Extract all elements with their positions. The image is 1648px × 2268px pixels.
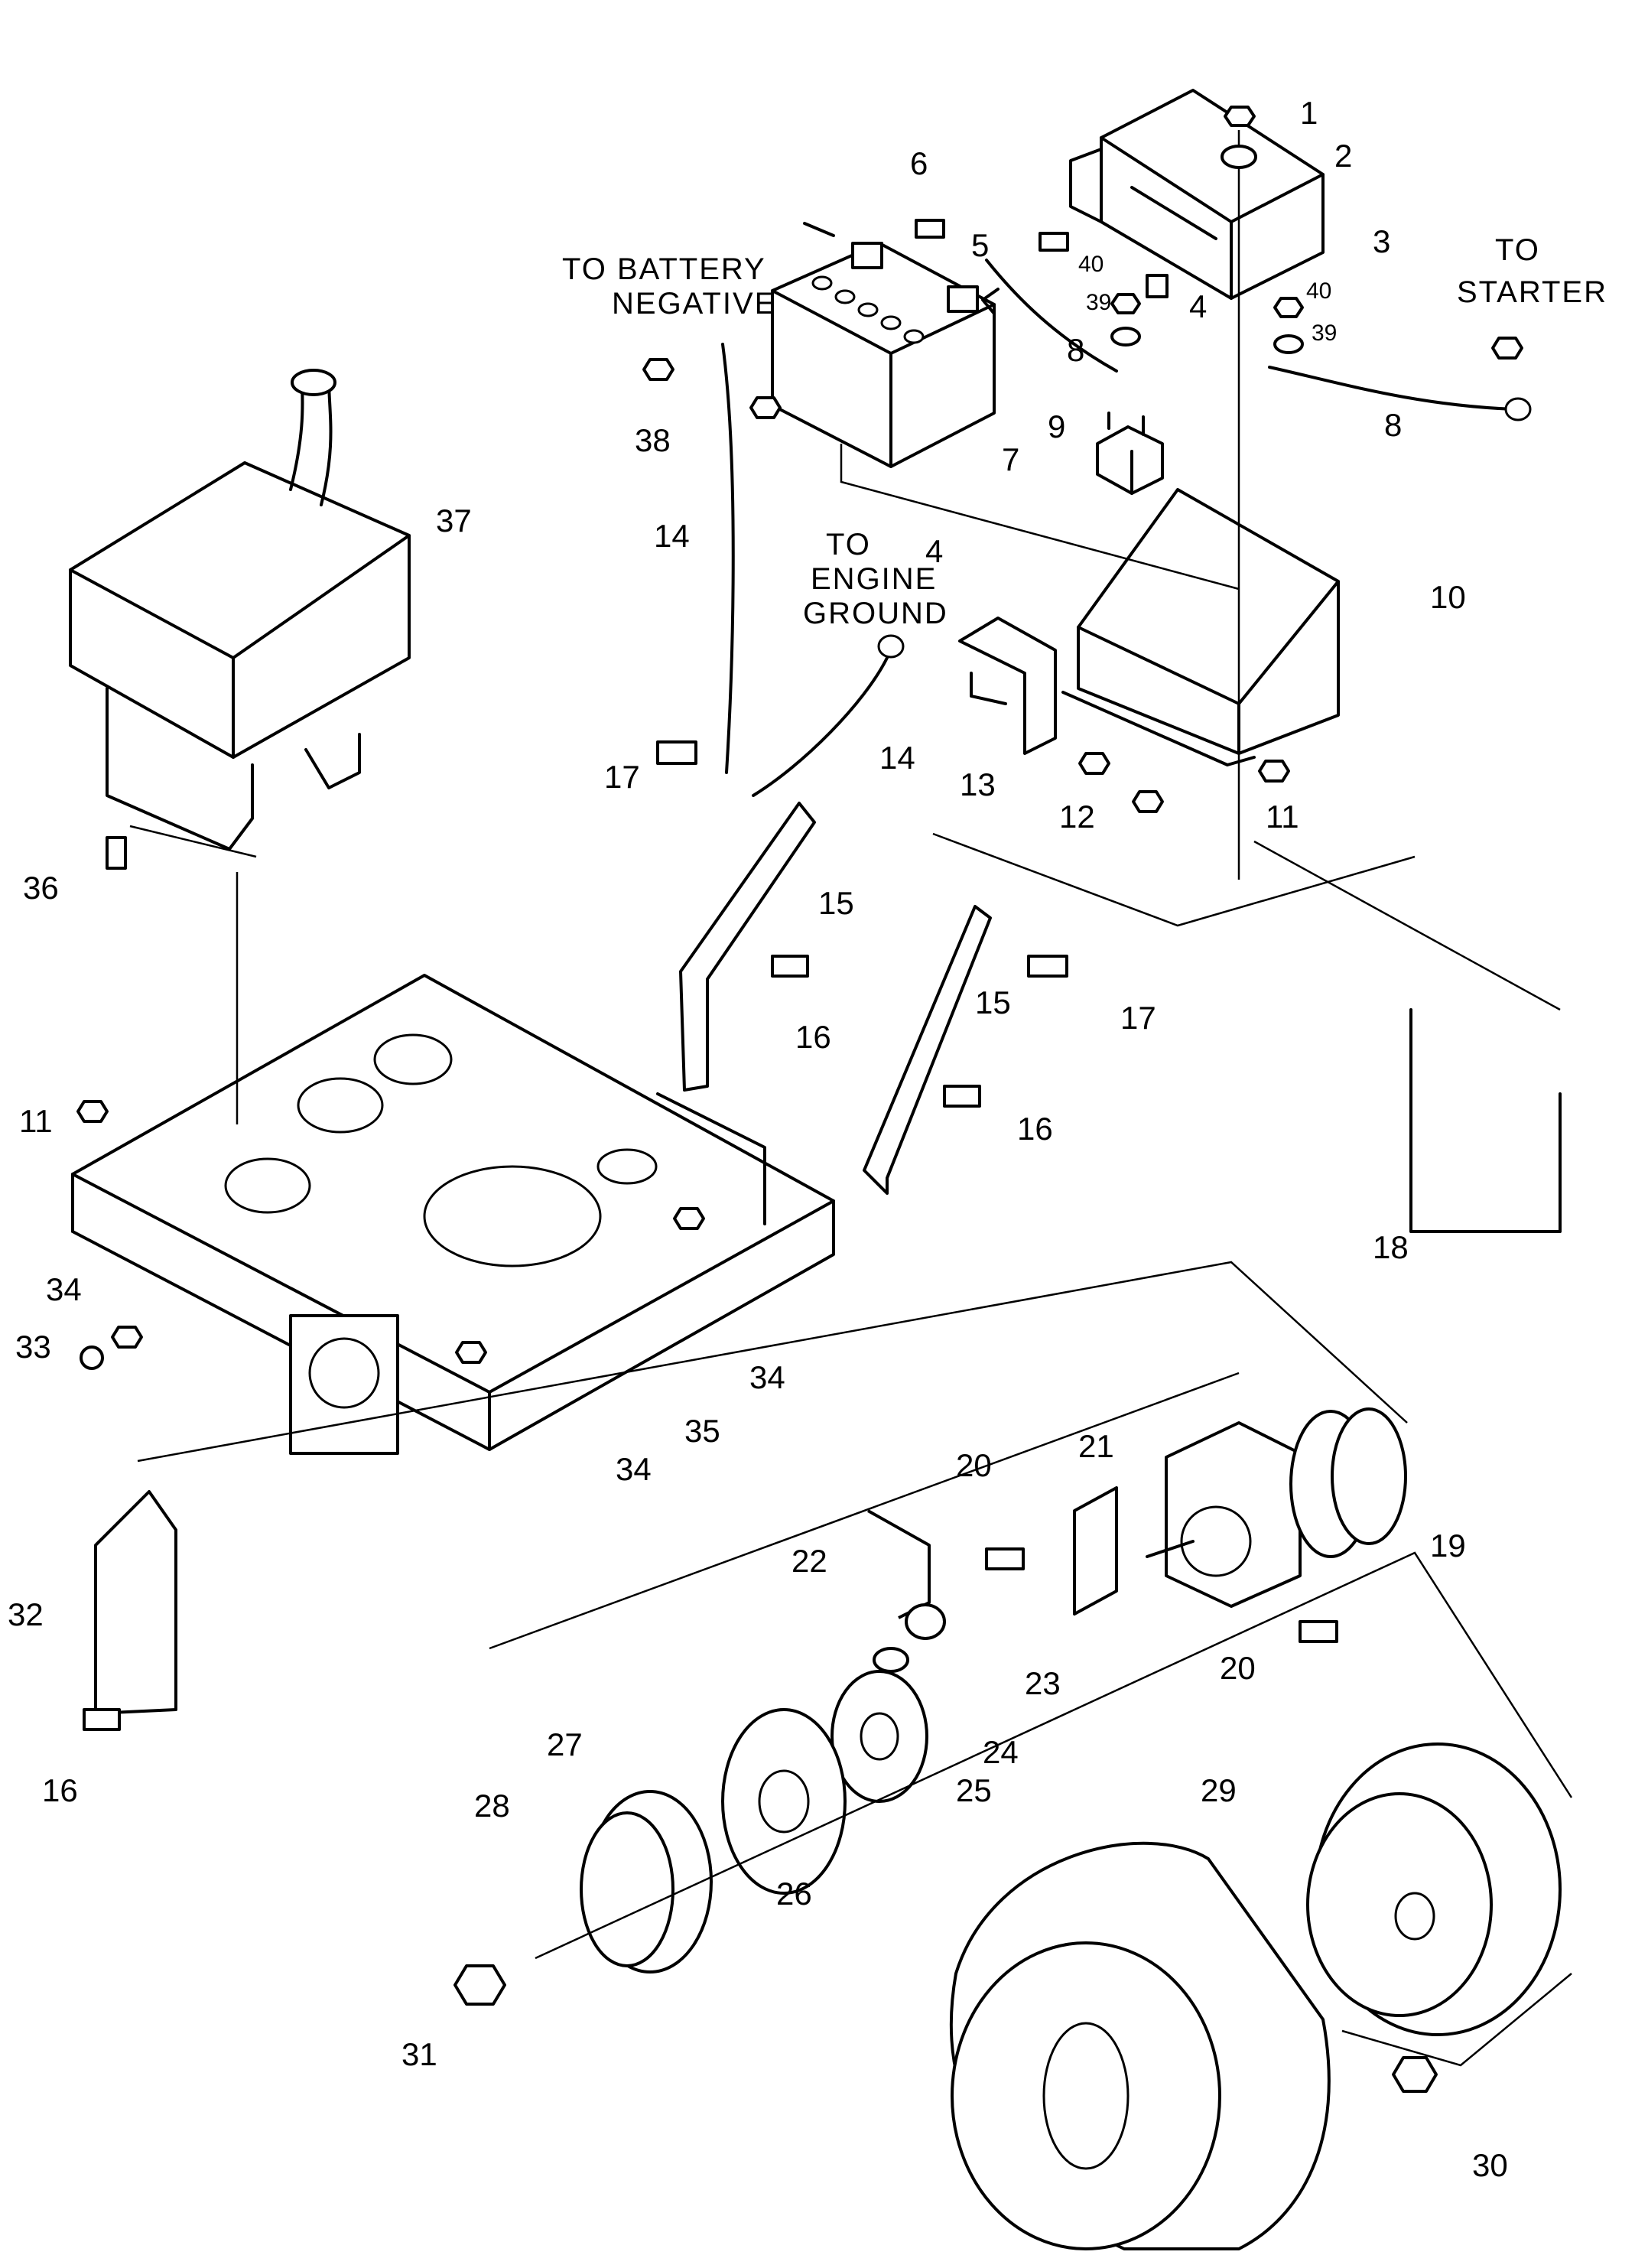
- callout-17-left: 17: [604, 759, 640, 795]
- note-starter-line1: TO: [1495, 233, 1540, 267]
- callout-8-left: 8: [1067, 332, 1084, 368]
- callout-35: 35: [684, 1413, 720, 1449]
- leader-lines: [129, 130, 1573, 2067]
- battery: [771, 222, 1000, 468]
- callout-5: 5: [971, 227, 989, 263]
- annotations: TO BATTERY NEGATIVE TO STARTER TO ENGINE…: [562, 233, 1607, 630]
- side-plate: [94, 1490, 177, 1715]
- callout-36: 36: [23, 870, 59, 906]
- callout-32: 32: [8, 1596, 44, 1632]
- callout-18: 18: [1373, 1229, 1409, 1265]
- callout-25: 25: [956, 1772, 992, 1808]
- callout-39-right: 39: [1312, 321, 1337, 346]
- callout-7: 7: [1002, 441, 1019, 477]
- callout-11-tray: 11: [1266, 799, 1299, 835]
- battery-cover: [1069, 89, 1325, 300]
- callout-31: 31: [401, 2036, 437, 2072]
- chassis-frame: [71, 974, 835, 1455]
- callout-21: 21: [1078, 1428, 1114, 1464]
- callout-4-tray: 4: [925, 533, 943, 569]
- fuel-tank: [69, 369, 411, 851]
- wheel-rim: [1306, 1742, 1562, 2036]
- callout-40-left: 40: [1078, 252, 1104, 277]
- solenoid: [1096, 412, 1164, 495]
- callout-15-right: 15: [975, 984, 1011, 1020]
- callout-34-lower: 34: [616, 1451, 652, 1487]
- callout-1: 1: [1300, 95, 1318, 131]
- callout-40-right: 40: [1306, 278, 1331, 304]
- callout-34-left: 34: [46, 1271, 82, 1307]
- callout-8-right: 8: [1384, 407, 1402, 443]
- callout-27: 27: [547, 1726, 583, 1762]
- callout-3: 3: [1373, 223, 1390, 259]
- mounting-brackets: [679, 802, 992, 1195]
- callout-24: 24: [983, 1734, 1019, 1770]
- wheel-motor: [1146, 1407, 1407, 1608]
- callout-19: 19: [1430, 1528, 1466, 1564]
- note-starter-line2: STARTER: [1457, 275, 1607, 309]
- callout-4-top: 4: [1189, 288, 1207, 324]
- callout-26: 26: [776, 1876, 812, 1912]
- callout-29: 29: [1201, 1772, 1237, 1808]
- battery-tray: [1061, 488, 1340, 766]
- u-bolt: [1409, 1008, 1562, 1233]
- cables: [721, 259, 1532, 797]
- callout-20-lower: 20: [1220, 1650, 1256, 1686]
- callout-11-frame: 11: [19, 1103, 53, 1139]
- callout-34-right: 34: [749, 1359, 785, 1395]
- callout-13: 13: [960, 766, 996, 802]
- callout-16-upper: 16: [795, 1019, 831, 1055]
- brake-assembly: [580, 1486, 1118, 1974]
- callout-20-upper: 20: [956, 1447, 992, 1483]
- callout-38: 38: [635, 422, 671, 458]
- callout-2: 2: [1334, 138, 1352, 174]
- note-engine-ground-line1: TO: [826, 528, 871, 561]
- callout-17-right: 17: [1120, 1000, 1156, 1036]
- callout-33: 33: [15, 1329, 51, 1365]
- fasteners: [76, 106, 1523, 2093]
- callout-16-lower: 16: [42, 1772, 78, 1808]
- callout-22: 22: [791, 1543, 827, 1579]
- note-engine-ground-line3: GROUND: [803, 597, 948, 630]
- callout-16-mid: 16: [1017, 1111, 1053, 1147]
- callout-10: 10: [1430, 579, 1466, 615]
- callout-23: 23: [1025, 1665, 1061, 1701]
- note-battery-negative-line1: TO BATTERY: [562, 252, 766, 286]
- callout-30: 30: [1472, 2147, 1508, 2183]
- note-engine-ground-line2: ENGINE: [811, 562, 937, 596]
- callout-14-lower: 14: [879, 740, 915, 776]
- callout-9: 9: [1048, 408, 1065, 444]
- callout-14-upper: 14: [654, 518, 690, 554]
- callout-12: 12: [1059, 799, 1095, 835]
- callout-28: 28: [474, 1788, 510, 1824]
- callout-39-left: 39: [1086, 290, 1111, 315]
- callout-labels: 1 2 3 4 4 5 6 7 8 8 9 10 11 11 12 13 14 …: [8, 95, 1508, 2183]
- note-battery-negative-line2: NEGATIVE: [612, 287, 776, 321]
- callout-15-left: 15: [818, 885, 854, 921]
- callout-37: 37: [436, 503, 472, 539]
- callout-6: 6: [910, 145, 928, 181]
- tray-bracket: [958, 617, 1057, 755]
- tire: [949, 1841, 1331, 2250]
